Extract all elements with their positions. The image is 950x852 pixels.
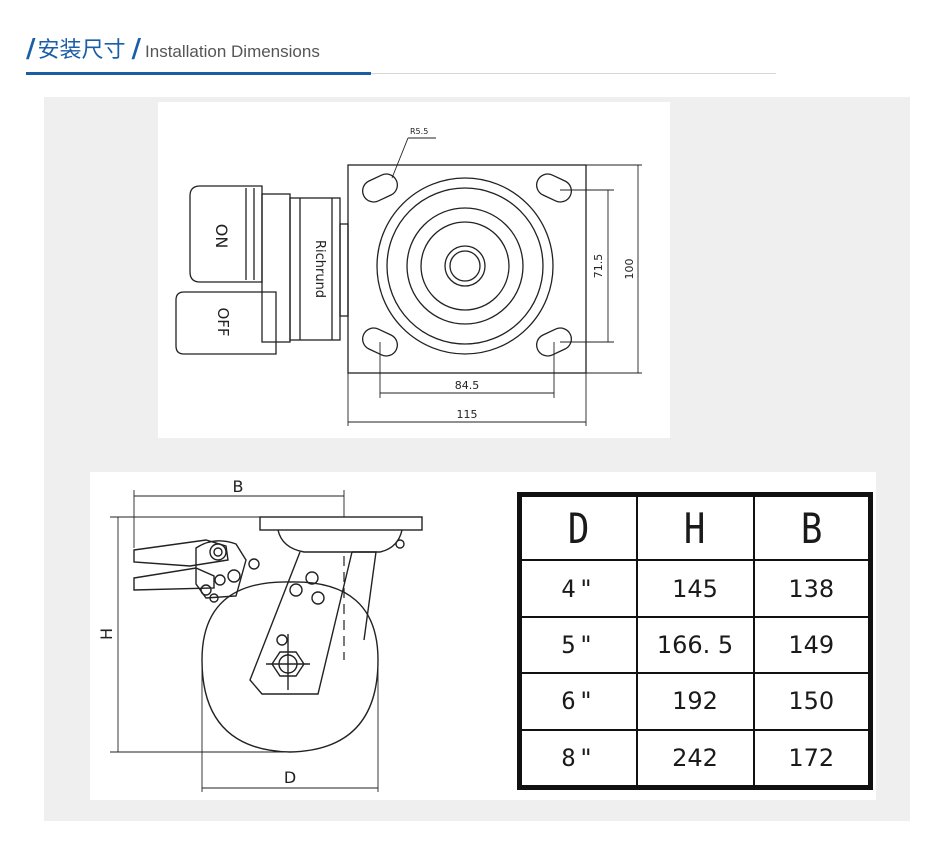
mount-hole-top-left xyxy=(362,173,398,203)
swivel-bearing xyxy=(277,529,403,553)
table-row: 5" 166. 5 149 xyxy=(518,615,872,675)
table-cell-d: 5" xyxy=(518,615,638,675)
table-row: 8" 242 172 xyxy=(518,728,872,789)
table-header-b: B xyxy=(752,493,872,562)
table-cell-d: 6" xyxy=(518,672,638,731)
mount-hole-bottom-right xyxy=(536,327,572,357)
table-row: 4" 145 138 xyxy=(518,559,872,618)
table-header-d: D xyxy=(518,493,638,562)
mount-hole-top-right xyxy=(536,173,572,203)
wheel xyxy=(201,581,379,753)
table-cell-h: 145 xyxy=(635,559,755,618)
table-header-h: H xyxy=(635,493,755,562)
header-slash-left: / xyxy=(26,34,36,64)
brand-label: Richrund xyxy=(312,240,327,298)
table-cell-h: 166. 5 xyxy=(635,615,755,675)
table-cell-b: 150 xyxy=(752,672,872,731)
section-header: / 安装尺寸 / Installation Dimensions xyxy=(26,32,320,68)
brake-pedal xyxy=(133,567,215,591)
top-view-card: ON OFF Richrund R5.5 71.5 100 84.5 115 xyxy=(158,102,670,438)
header-accent-underline xyxy=(26,72,371,75)
hole-spacing-vertical-label: 71.5 xyxy=(592,254,605,279)
fork-leg xyxy=(249,551,353,695)
hole-spacing-horizontal-label: 84.5 xyxy=(455,379,480,392)
brake-lever xyxy=(133,539,229,567)
table-row: 6" 192 150 xyxy=(518,672,872,731)
top-plate xyxy=(347,164,587,374)
pedal-off-label: OFF xyxy=(214,307,232,336)
dimension-b-label: B xyxy=(233,477,244,496)
table-cell-b: 138 xyxy=(752,559,872,618)
top-view-drawing: ON OFF Richrund R5.5 71.5 100 84.5 115 xyxy=(175,127,642,426)
header-title-english: Installation Dimensions xyxy=(145,42,320,61)
table-cell-b: 172 xyxy=(752,728,872,789)
dimension-h-label: H xyxy=(97,628,116,640)
axle-hole xyxy=(444,245,486,287)
dimension-d-label: D xyxy=(284,768,296,787)
mount-hole-bottom-left xyxy=(362,327,398,357)
dimension-spec-table: D H B 4" 145 138 5" 166. 5 149 6" 192 15… xyxy=(517,492,873,790)
plate-height-label: 100 xyxy=(623,259,636,280)
plate-width-label: 115 xyxy=(457,408,478,421)
table-cell-h: 192 xyxy=(635,672,755,731)
table-cell-b: 149 xyxy=(752,615,872,675)
header-divider xyxy=(26,73,776,74)
swivel-ring-outer xyxy=(376,177,554,355)
table-cell-h: 242 xyxy=(635,728,755,789)
side-view-drawing: B H D xyxy=(97,477,423,792)
table-cell-d: 8" xyxy=(518,728,638,789)
table-header-row: D H B xyxy=(518,493,872,562)
radius-label: R5.5 xyxy=(410,127,428,136)
pedal-on-label: ON xyxy=(212,224,231,249)
header-title-chinese: 安装尺寸 xyxy=(37,38,126,63)
table-cell-d: 4" xyxy=(518,559,638,618)
side-top-plate xyxy=(259,516,423,531)
pedal-off-shape xyxy=(175,291,277,355)
header-slash-right: / xyxy=(131,34,142,64)
